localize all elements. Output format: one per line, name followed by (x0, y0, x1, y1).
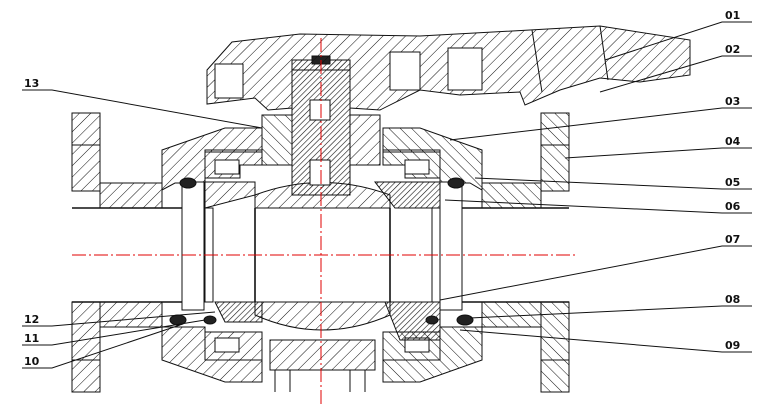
o-rings (169, 177, 474, 326)
callout-13: 13 (24, 77, 39, 90)
bore (72, 207, 569, 303)
callout-03: 03 (725, 95, 740, 108)
valve-body (204, 149, 441, 361)
callout-04: 04 (725, 135, 741, 148)
callout-11: 11 (24, 332, 39, 345)
callout-02: 02 (725, 43, 740, 56)
callout-07: 07 (725, 233, 740, 246)
callout-10: 10 (24, 355, 40, 368)
mounting-pad (269, 339, 376, 392)
callout-01: 01 (725, 9, 740, 22)
callout-12: 12 (24, 313, 39, 326)
right-flange (481, 112, 570, 393)
callout-09: 09 (725, 339, 740, 352)
callout-05: 05 (725, 176, 740, 189)
handle (206, 25, 691, 111)
callout-08: 08 (725, 293, 740, 306)
callout-labels: 01 02 03 04 05 06 07 08 09 10 11 12 13 (24, 9, 741, 368)
ball (254, 182, 391, 331)
callout-06: 06 (725, 200, 741, 213)
left-flange (71, 112, 163, 393)
leader-lines (22, 21, 752, 369)
